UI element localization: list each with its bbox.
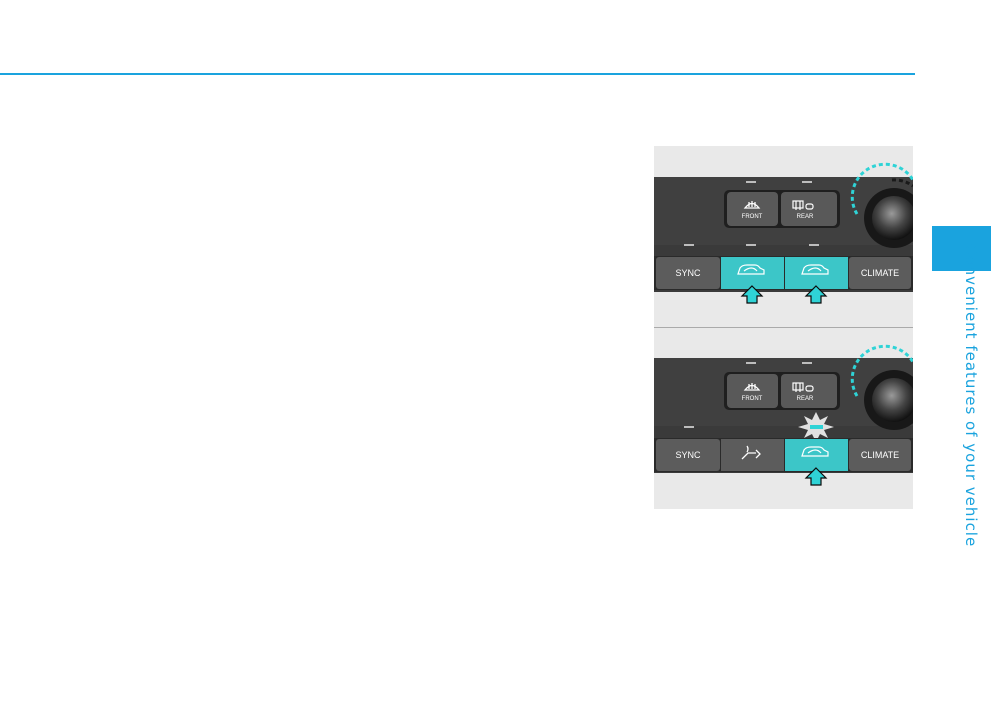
right-mode-button[interactable] xyxy=(785,257,848,289)
fresh-air-outside-icon xyxy=(741,445,761,460)
indicator-led xyxy=(802,181,812,183)
front-defrost-label: FRONT xyxy=(742,214,763,220)
temperature-knob[interactable] xyxy=(872,378,913,422)
right-mode-button[interactable] xyxy=(785,439,848,471)
recirculation-icon xyxy=(737,264,765,275)
temperature-knob[interactable] xyxy=(872,196,913,240)
indicator-led xyxy=(746,181,756,183)
sync-button[interactable] xyxy=(656,439,720,471)
press-arrow xyxy=(740,285,764,304)
rear-defrost-icon xyxy=(792,200,814,210)
header-rule xyxy=(0,73,915,75)
indicator-led xyxy=(684,244,694,246)
left-mode-button[interactable] xyxy=(721,439,784,471)
temperature-scale xyxy=(850,162,913,215)
indicator-led xyxy=(684,426,694,428)
chapter-tab xyxy=(932,226,991,271)
press-arrow xyxy=(804,285,828,304)
sync-button-label: SYNC xyxy=(675,268,701,278)
lit-indicator xyxy=(798,412,834,442)
recirculation-icon xyxy=(801,446,829,457)
front-defrost-button[interactable] xyxy=(727,192,778,226)
climate-button-label: CLIMATE xyxy=(861,450,899,460)
indicator-led xyxy=(746,244,756,246)
climate-button-label: CLIMATE xyxy=(861,268,899,278)
recirculation-icon xyxy=(801,264,829,275)
front-defrost-icon xyxy=(743,201,761,209)
rear-defrost-label: REAR xyxy=(797,214,814,220)
climate-button[interactable] xyxy=(849,439,911,471)
panel-bottom: FRONT REAR SYNC CLIMATE xyxy=(654,344,913,486)
indicator-led xyxy=(746,362,756,364)
front-defrost-icon xyxy=(743,383,761,391)
temperature-scale xyxy=(850,344,913,397)
sync-button[interactable] xyxy=(656,257,720,289)
climate-control-figure: FRONT REAR SYNC CLIMATE xyxy=(654,146,913,509)
figure-divider xyxy=(654,327,913,328)
press-arrow xyxy=(804,467,828,486)
indicator-led xyxy=(802,362,812,364)
left-mode-button[interactable] xyxy=(721,257,784,289)
rear-defrost-icon xyxy=(792,382,814,392)
panel-top: FRONT REAR SYNC CLIMATE xyxy=(654,162,913,304)
front-defrost-label: FRONT xyxy=(742,396,763,402)
front-defrost-button[interactable] xyxy=(727,374,778,408)
indicator-led xyxy=(809,244,819,246)
sync-button-label: SYNC xyxy=(675,450,701,460)
chapter-label: Convenient features of your vehicle xyxy=(962,244,980,548)
rear-defrost-label: REAR xyxy=(797,396,814,402)
climate-button[interactable] xyxy=(849,257,911,289)
